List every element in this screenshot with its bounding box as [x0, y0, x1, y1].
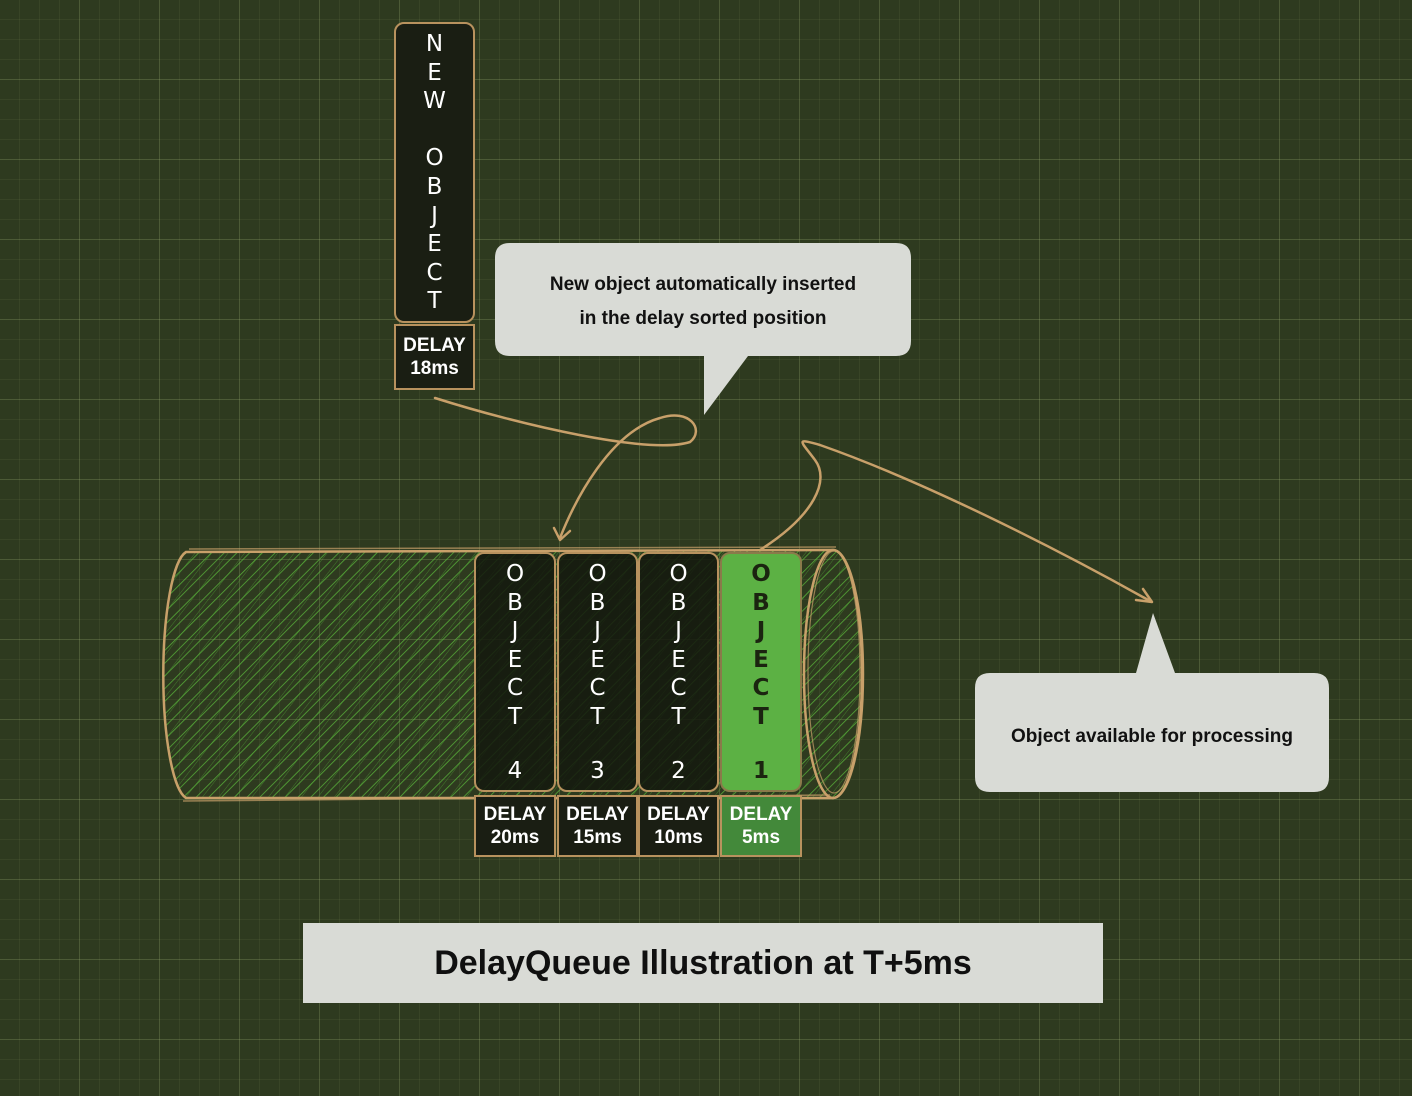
object-letter: E — [671, 646, 686, 673]
insert-note-line-2: in the delay sorted position — [579, 308, 827, 329]
object-letter: C — [589, 675, 606, 702]
object-letter: B — [589, 589, 606, 616]
delay-value: 18ms — [410, 358, 459, 379]
diagram-caption: DelayQueue Illustration at T+5ms — [303, 923, 1103, 1003]
delay-value: 5ms — [741, 827, 781, 848]
object-letter: J — [675, 618, 682, 645]
object-letter: T — [671, 703, 686, 730]
insert-arrow — [433, 396, 697, 542]
new-object-letter: B — [426, 173, 443, 200]
new-object-delay-badge: DELAY 18ms — [394, 324, 475, 390]
delay-label: DELAY — [566, 804, 629, 825]
object-letter: T — [590, 703, 605, 730]
object-index: 3 — [590, 758, 605, 785]
new-object-letter: C — [426, 259, 443, 286]
object-index: 4 — [507, 758, 523, 785]
insert-callout-text: New object automatically inserted in the… — [495, 268, 911, 336]
new-object-letter: T — [427, 288, 442, 315]
delay-label: DELAY — [403, 335, 466, 356]
available-callout-text: Object available for processing — [1011, 726, 1293, 747]
delay-value: 10ms — [654, 827, 703, 848]
object-letter: J — [511, 618, 519, 645]
new-object-letter: W — [423, 88, 446, 115]
new-object-letter: O — [425, 145, 444, 172]
dequeue-arrow — [758, 440, 1154, 604]
new-object-letter: E — [427, 231, 442, 258]
object-letter: B — [752, 589, 770, 616]
object-letter: J — [594, 618, 601, 645]
available-callout-bubble — [975, 613, 1329, 792]
insert-note-line-1: New object automatically inserted — [549, 274, 857, 295]
object-letter: B — [670, 589, 687, 616]
object-letter: E — [507, 646, 523, 673]
delay-value: 20ms — [490, 827, 540, 848]
object-letter: O — [669, 561, 688, 587]
new-object-letter: J — [431, 202, 438, 229]
new-object-letter: N — [425, 31, 444, 57]
object-index: 1 — [752, 758, 769, 785]
object-letter: T — [753, 703, 769, 730]
object-letter: E — [753, 646, 769, 673]
insert-callout-bubble — [495, 243, 911, 415]
object-letter: C — [506, 675, 524, 702]
delay-label: DELAY — [729, 804, 793, 825]
object-letter: O — [751, 561, 771, 587]
object-letter: C — [752, 675, 770, 702]
delay-label: DELAY — [483, 804, 547, 825]
object-letter: J — [756, 618, 766, 645]
object-letter: O — [588, 561, 607, 587]
object-index: 2 — [671, 758, 686, 785]
new-object-letter — [423, 116, 446, 145]
delay-label: DELAY — [647, 804, 710, 825]
object-letter: O — [505, 561, 525, 587]
new-object-letter: E — [427, 59, 442, 86]
object-letter: B — [507, 589, 523, 616]
delay-value: 15ms — [573, 827, 622, 848]
object-letter: E — [590, 646, 605, 673]
object-letter: C — [670, 675, 687, 702]
object-letter: T — [507, 703, 523, 730]
